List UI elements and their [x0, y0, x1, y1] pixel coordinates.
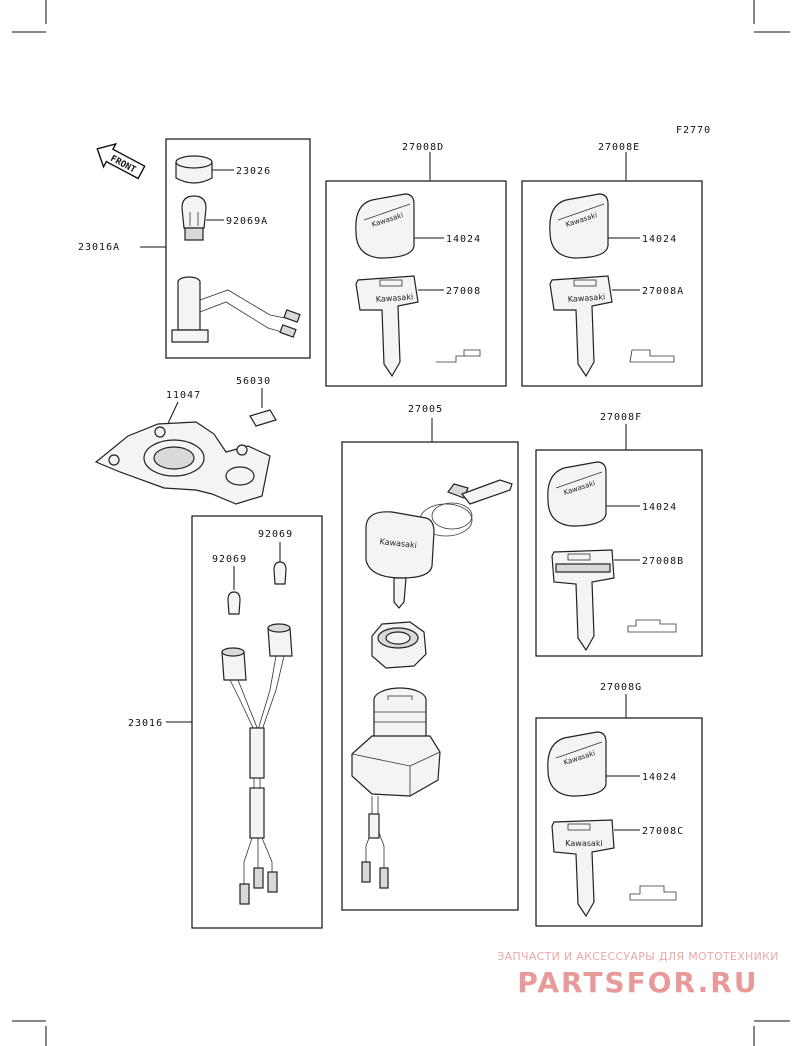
box-27008D: [325, 180, 507, 387]
figure-code: F2770: [676, 125, 711, 136]
label-27005: 27005: [408, 404, 443, 415]
bulb-92069-right: [273, 561, 287, 585]
label-14024-f: 14024: [642, 502, 677, 513]
label-27008A: 27008A: [642, 286, 684, 297]
key-blank-27008B: [551, 549, 615, 652]
switch-wires: [361, 796, 389, 889]
box-27008E: [521, 180, 703, 387]
label-92069A: 92069A: [226, 216, 268, 227]
box-23016A: [165, 138, 311, 359]
bulb-92069A: [181, 195, 207, 241]
key-profile-f: [627, 619, 677, 633]
front-arrow-icon: FRONT: [96, 142, 146, 180]
key-profile-d: [436, 349, 481, 363]
harness-23016: [221, 623, 293, 905]
key-blank-27008: Kawasaki: [355, 275, 419, 378]
key-blank-27008C: Kawasaki: [551, 819, 615, 918]
watermark-tagline: ЗАПЧАСТИ И АКСЕССУАРЫ ДЛЯ МОТОТЕХНИКИ: [497, 950, 779, 963]
label-92069-right: 92069: [258, 529, 293, 540]
box-23016: [191, 515, 323, 929]
key-with-ring: Kawasaki: [365, 479, 513, 609]
bracket-11047: [94, 421, 271, 505]
key-profile-g: [629, 885, 677, 901]
watermark-logo: PARTSFOR.RU: [517, 966, 758, 999]
key-cap-14024-d: Kawasaki: [355, 193, 415, 259]
key-cap-14024-g: Kawasaki: [547, 731, 607, 797]
label-27008D: 27008D: [402, 142, 444, 153]
label-27008C: 27008C: [642, 826, 684, 837]
label-14024-d: 14024: [446, 234, 481, 245]
box-27008F: [535, 449, 703, 657]
bulb-92069-left: [227, 591, 241, 615]
key-ring-brand: Kawasaki: [379, 537, 417, 550]
label-11047: 11047: [166, 390, 201, 401]
key-brand-g: Kawasaki: [565, 839, 602, 848]
label-27008: 27008: [446, 286, 481, 297]
cap-23026: [175, 155, 213, 184]
label-92069-left: 92069: [212, 554, 247, 565]
box-27005: [341, 441, 519, 911]
label-27008E: 27008E: [598, 142, 640, 153]
label-27008F: 27008F: [600, 412, 642, 423]
key-blank-27008A: Kawasaki: [549, 275, 613, 378]
label-27008G: 27008G: [600, 682, 642, 693]
box-27008G: [535, 717, 703, 927]
key-cap-14024-e: Kawasaki: [549, 193, 609, 259]
label-27008B: 27008B: [642, 556, 684, 567]
label-23016: 23016: [128, 718, 163, 729]
label-56030: 56030: [236, 376, 271, 387]
ignition-switch-body: [351, 687, 441, 797]
crop-marks: [12, 0, 790, 1046]
key-brand-d: Kawasaki: [376, 292, 414, 304]
label-23016A: 23016A: [78, 242, 120, 253]
label-14024-e: 14024: [642, 234, 677, 245]
bulb-socket: [171, 276, 301, 343]
key-cap-14024-f: Kawasaki: [547, 461, 607, 527]
label-23026: 23026: [236, 166, 271, 177]
tag-56030: [249, 409, 277, 427]
switch-nut: [371, 621, 427, 669]
label-14024-g: 14024: [642, 772, 677, 783]
key-profile-e: [629, 349, 675, 363]
key-brand-e: Kawasaki: [568, 292, 606, 304]
